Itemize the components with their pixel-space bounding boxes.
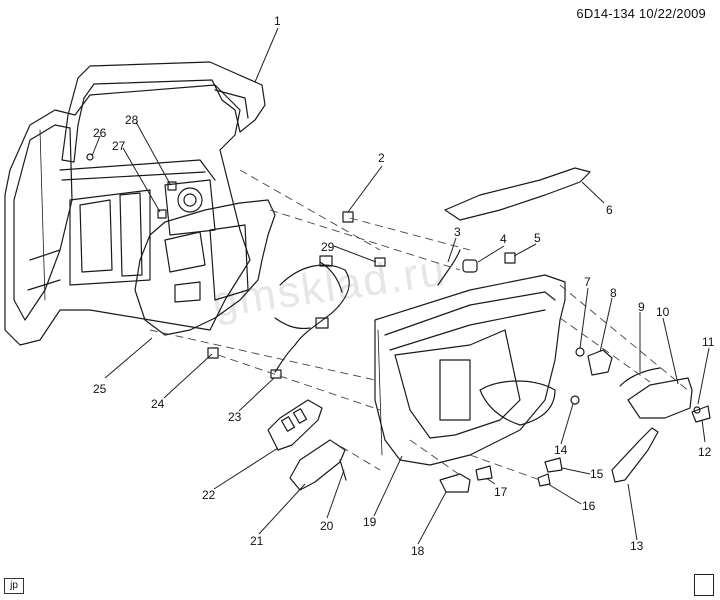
lamp-18 — [439, 473, 471, 493]
bulb-15 — [544, 457, 563, 473]
cap-12 — [691, 405, 711, 423]
callout-labels: 1 2 3 4 5 6 7 8 9 10 11 12 13 14 15 16 1… — [93, 14, 715, 558]
callout-24: 24 — [151, 397, 165, 411]
leader-lines — [91, 27, 710, 545]
clip-28 — [167, 181, 177, 191]
callout-10: 10 — [656, 305, 670, 319]
diagram-code: 6D14-134 — [576, 6, 636, 21]
lamp-17 — [475, 465, 493, 481]
rod-3 — [437, 249, 461, 286]
callout-2: 2 — [378, 151, 385, 165]
callout-22: 22 — [202, 488, 216, 502]
callout-7: 7 — [584, 275, 591, 289]
callout-3: 3 — [454, 225, 461, 239]
screw-26 — [86, 153, 94, 161]
callout-28: 28 — [125, 113, 139, 127]
callout-16: 16 — [582, 499, 596, 513]
diagram-header: 6D14-134 10/22/2009 — [576, 6, 706, 21]
door-frame — [4, 84, 251, 346]
callout-8: 8 — [610, 286, 617, 300]
switch-bezel-22 — [267, 399, 323, 451]
clip-16 — [537, 473, 551, 487]
screw-11 — [693, 406, 701, 414]
callout-6: 6 — [606, 203, 613, 217]
screw-7 — [575, 347, 585, 357]
callout-23: 23 — [228, 410, 242, 424]
window-channel-strip — [61, 61, 266, 163]
wiring-harness — [270, 255, 350, 379]
callout-18: 18 — [411, 544, 425, 558]
pin-20 — [339, 459, 347, 481]
callout-19: 19 — [363, 515, 377, 529]
callout-1: 1 — [274, 14, 281, 28]
callout-5: 5 — [534, 231, 541, 245]
callout-11: 11 — [702, 335, 715, 349]
corner-tag: jp — [4, 578, 24, 594]
callout-17: 17 — [494, 485, 508, 499]
callout-26: 26 — [93, 126, 107, 140]
callout-9: 9 — [638, 300, 645, 314]
callout-14: 14 — [554, 443, 568, 457]
clip-27 — [157, 209, 167, 219]
clip-29 — [374, 257, 386, 267]
pull-handle-13 — [611, 427, 659, 483]
diagram-date: 10/22/2009 — [638, 6, 706, 21]
water-deflector — [134, 199, 276, 336]
callout-27: 27 — [112, 139, 126, 153]
clip-5 — [504, 252, 516, 264]
door-trim-panel — [374, 274, 566, 466]
clip-2 — [342, 211, 354, 223]
callout-13: 13 — [630, 539, 644, 553]
switch-21 — [289, 439, 346, 491]
callout-4: 4 — [500, 232, 507, 246]
callout-21: 21 — [250, 534, 264, 548]
callout-15: 15 — [590, 467, 604, 481]
callout-12: 12 — [698, 445, 712, 459]
screw-14 — [570, 395, 580, 405]
handle-8 — [587, 349, 613, 376]
callout-25: 25 — [93, 382, 107, 396]
fastener-4 — [462, 259, 478, 273]
callout-20: 20 — [320, 519, 334, 533]
bezel-10 — [627, 377, 693, 419]
gm-spo-logo — [694, 574, 714, 596]
callout-29: 29 — [321, 240, 335, 254]
clip-24 — [207, 347, 219, 359]
upper-trim-molding — [444, 167, 591, 221]
assembly-lines — [149, 169, 691, 481]
